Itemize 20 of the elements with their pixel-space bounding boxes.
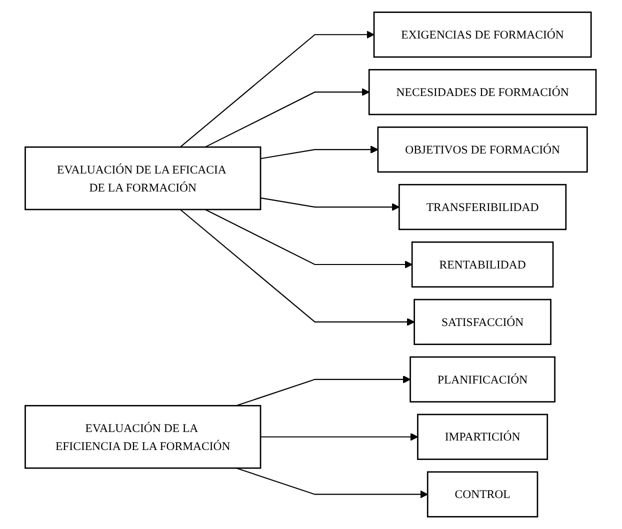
- node-box: TRANSFERIBILIDAD: [398, 184, 567, 230]
- arrow: [236, 375, 412, 406]
- node-box: SATISFACCIÓN: [414, 298, 552, 346]
- node-box: EXIGENCIAS DE FORMACIÓN: [374, 12, 592, 58]
- arrow: [260, 146, 379, 160]
- node-box: RENTABILIDAD: [412, 241, 554, 288]
- node-box: PLANIFICACIÓN: [410, 356, 556, 402]
- node-box: EVALUACIÓN DE LA EFICACIA DE LA FORMACIÓN: [24, 146, 262, 210]
- node-box: NECESIDADES DE FORMACIÓN: [368, 69, 598, 116]
- node-box: IMPARTICIÓN: [417, 414, 548, 460]
- node-box: CONTROL: [427, 471, 539, 518]
- arrow: [260, 432, 418, 441]
- arrow: [180, 209, 416, 326]
- arrow: [205, 88, 370, 148]
- arrow: [180, 30, 375, 148]
- arrow: [205, 209, 413, 268]
- node-box: EVALUACIÓN DE LA EFICIENCIA DE LA FORMACIÓN: [24, 404, 262, 469]
- arrow: [236, 468, 428, 498]
- arrow: [260, 197, 400, 211]
- node-box: OBJETIVOS DE FORMACIÓN: [378, 126, 588, 173]
